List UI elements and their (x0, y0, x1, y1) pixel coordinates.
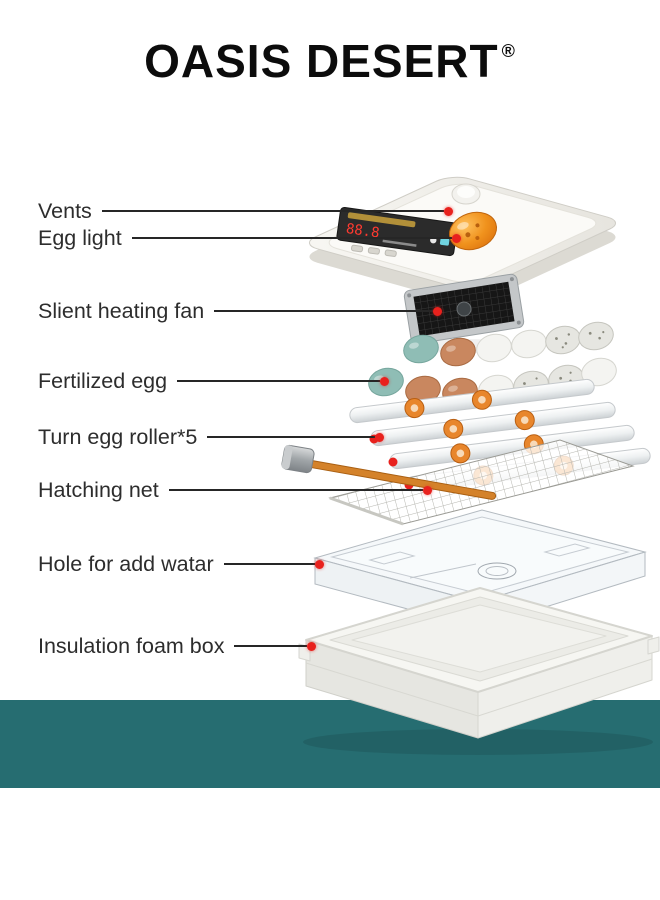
leader-dot (315, 559, 324, 569)
label-text: Egg light (38, 225, 122, 250)
leader-line (177, 380, 380, 382)
label-foam-box: Insulation foam box (38, 633, 316, 659)
footer-band (0, 700, 660, 788)
panel-display: 88.8 (345, 221, 381, 242)
roller-motor (281, 444, 315, 474)
label-text: Hole for add watar (38, 551, 214, 576)
registered-mark: ® (501, 40, 516, 61)
vent-knob (451, 183, 481, 205)
leader-dot (444, 206, 453, 216)
leader-line (101, 210, 444, 212)
label-egg-light: Egg light (38, 225, 461, 251)
egg-roller (370, 401, 616, 447)
water-fill-hole (477, 562, 517, 580)
leader-dot (307, 641, 316, 651)
hatching-net (328, 439, 635, 526)
control-panel: 88.8 (336, 207, 458, 257)
label-text: Vents (38, 198, 92, 223)
header: OASIS DESERT® (0, 34, 660, 88)
label-text: Slient heating fan (38, 298, 205, 323)
panel-icon (439, 237, 450, 246)
panel-buttons (350, 244, 397, 257)
egg-roller (349, 378, 595, 424)
leader-dot (423, 485, 432, 495)
egg-white (581, 357, 617, 387)
label-heating-fan: Slient heating fan (38, 298, 442, 324)
egg-teal (403, 334, 439, 364)
label-hatching-net: Hatching net (38, 477, 432, 503)
egg-speckled (578, 321, 614, 351)
leader-line (234, 645, 307, 647)
leader-line (223, 563, 315, 565)
egg-white (511, 329, 547, 359)
leader-line (214, 310, 433, 312)
leader-dot (452, 233, 461, 243)
foam-box (298, 587, 660, 755)
leader-dot (380, 376, 389, 386)
leader-line (168, 489, 423, 491)
label-text: Hatching net (38, 477, 159, 502)
brand-title: OASIS DESERT® (0, 34, 660, 88)
leader-dot (433, 306, 442, 316)
panel-label-strip (347, 212, 416, 228)
leader-line (207, 436, 375, 438)
egg-light (449, 211, 497, 251)
brand-name: OASIS DESERT (144, 35, 499, 87)
label-egg-roller: Turn egg roller*5 (38, 424, 384, 450)
leader-line (131, 237, 452, 239)
egg-white (476, 333, 512, 363)
label-water-hole: Hole for add watar (38, 551, 324, 577)
turning-rod (281, 444, 497, 500)
lid: 88.8 (300, 174, 625, 306)
label-fertilized-egg: Fertilized egg (38, 368, 389, 394)
leader-dot (375, 432, 384, 442)
egg-brown (440, 337, 476, 367)
label-text: Insulation foam box (38, 633, 225, 658)
label-vents: Vents (38, 198, 453, 224)
egg-speckled (545, 325, 581, 355)
foam-box-tab (647, 636, 660, 655)
label-text: Fertilized egg (38, 368, 168, 393)
label-text: Turn egg roller*5 (38, 424, 198, 449)
